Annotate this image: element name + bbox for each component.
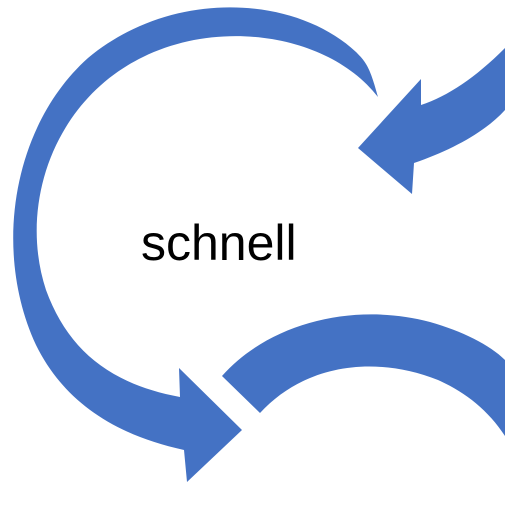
top-right-incoming-arrow	[358, 48, 505, 194]
left-cycle-arrow	[13, 7, 379, 482]
bottom-right-arc-segment	[222, 314, 505, 436]
center-label: schnell	[141, 215, 297, 271]
